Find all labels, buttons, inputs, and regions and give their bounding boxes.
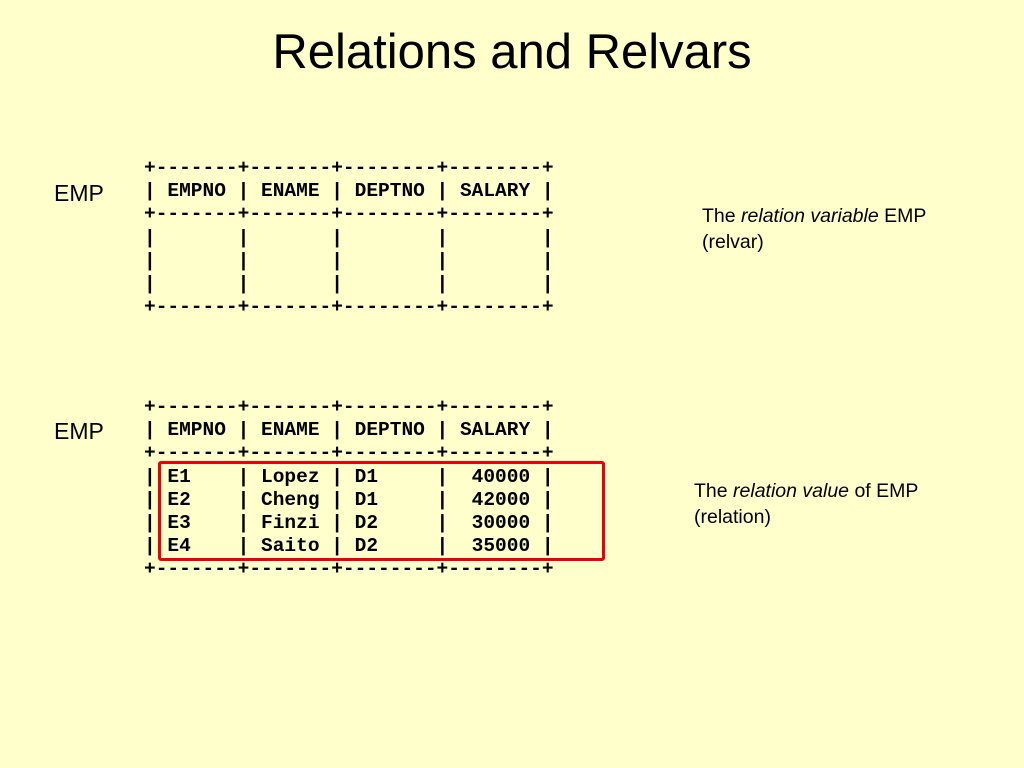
table-row: | E1 | Lopez | D1 | 40000 | [144, 465, 554, 488]
relvar-table-empty-row: | | | | | [144, 226, 554, 249]
relation-note-prefix: The [694, 480, 734, 502]
relvar-note: The relation variable EMP (relvar) [702, 203, 926, 255]
table-row: | E3 | Finzi | D2 | 30000 | [144, 511, 554, 534]
relvar-note-emphasis: relation variable [741, 205, 879, 227]
relation-table-line: +-------+-------+--------+--------+ [144, 558, 554, 581]
tuple-highlight-box [158, 461, 605, 561]
relvar-note-suffix: EMP [878, 205, 927, 227]
relvar-table-empty-row: | | | | | [144, 272, 554, 295]
relation-table-header: | EMPNO | ENAME | DEPTNO | SALARY | [144, 419, 554, 442]
relation-note-line2: (relation) [694, 506, 771, 528]
relvar-table-empty-row: | | | | | [144, 249, 554, 272]
relvar-table-line: +-------+-------+--------+--------+ [144, 203, 554, 226]
slide-title: Relations and Relvars [272, 25, 752, 79]
relation-note: The relation value of EMP (relation) [694, 478, 918, 530]
relation-note-suffix: of EMP [849, 480, 919, 502]
relvar-table: +-------+-------+--------+--------+| EMP… [144, 157, 554, 319]
relvar-table-header: | EMPNO | ENAME | DEPTNO | SALARY | [144, 180, 554, 203]
relation-table-line: +-------+-------+--------+--------+ [144, 396, 554, 418]
relvar-label: EMP [54, 180, 104, 206]
relvar-table-line: +-------+-------+--------+--------+ [144, 296, 554, 319]
table-row: | E4 | Saito | D2 | 35000 | [144, 535, 554, 558]
relvar-table-line: +-------+-------+--------+--------+ [144, 157, 554, 179]
relvar-note-line2: (relvar) [702, 231, 764, 253]
relation-note-emphasis: relation value [733, 480, 850, 502]
relation-table: +-------+-------+--------+--------+| EMP… [144, 396, 554, 582]
relation-table-line: +-------+-------+--------+--------+ [144, 442, 554, 465]
relvar-note-prefix: The [702, 205, 742, 227]
table-row: | E2 | Cheng | D1 | 42000 | [144, 488, 554, 511]
relation-label: EMP [54, 418, 104, 444]
